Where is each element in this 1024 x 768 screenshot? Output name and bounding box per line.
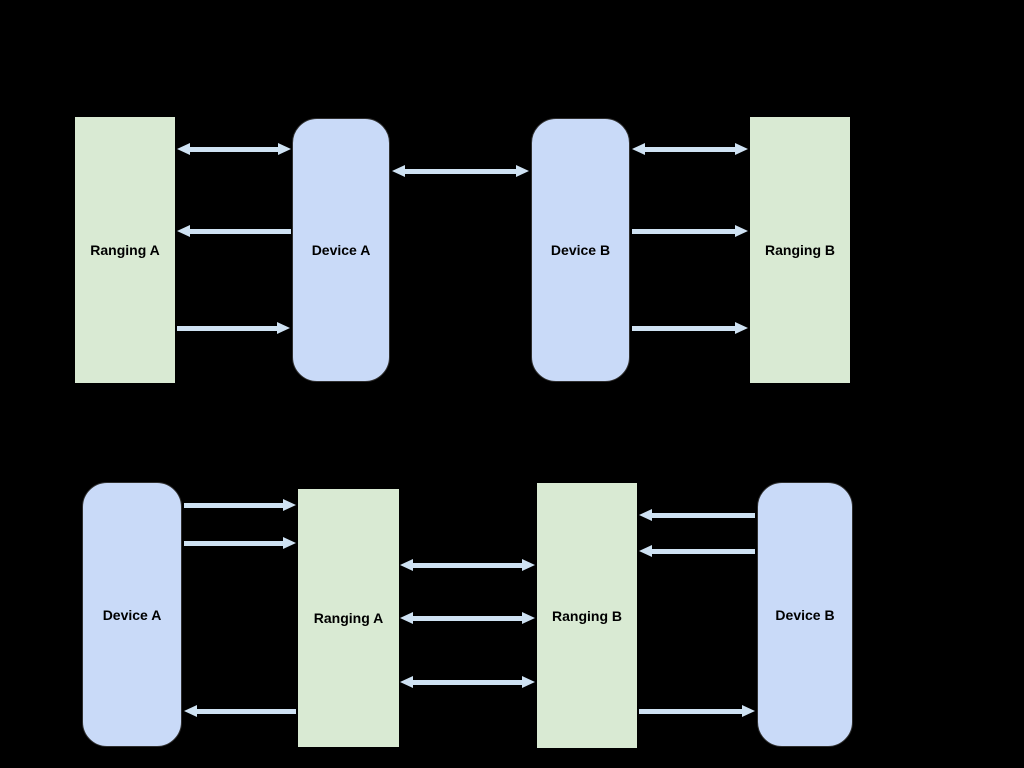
- arrow-shaft: [643, 146, 737, 152]
- arrow-ranging-a-to-device-a-bidirectional: [177, 142, 291, 156]
- ranging-a-label: Ranging A: [90, 242, 160, 258]
- arrowhead-right-icon: [522, 611, 535, 624]
- arrow-shaft: [177, 325, 279, 331]
- ranging-b-2-label: Ranging B: [552, 607, 622, 624]
- arrowhead-right-icon: [278, 142, 291, 155]
- arrowhead-left-icon: [177, 224, 190, 237]
- device-b-box: Device B: [531, 118, 630, 382]
- arrow-shaft: [403, 168, 518, 174]
- ranging-b-label: Ranging B: [765, 242, 835, 258]
- arrow-device-a-2-to-ranging-a-2: [184, 498, 296, 512]
- arrow-shaft: [632, 325, 737, 331]
- arrowhead-left-icon: [392, 164, 405, 177]
- arrow-ranging-a-2-to-ranging-b-2-bidirectional: [400, 675, 535, 689]
- arrow-shaft: [650, 548, 755, 554]
- arrow-device-b-to-ranging-b-bidirectional: [632, 142, 748, 156]
- arrow-shaft: [184, 540, 285, 546]
- device-b-2-box: Device B: [757, 482, 853, 747]
- arrow-shaft: [188, 146, 280, 152]
- device-a-box: Device A: [292, 118, 390, 382]
- arrow-device-b-2-to-ranging-b-2: [639, 508, 755, 522]
- arrow-shaft: [411, 615, 524, 621]
- arrowhead-left-icon: [400, 675, 413, 688]
- arrowhead-left-icon: [184, 704, 197, 717]
- arrow-shaft: [650, 512, 755, 518]
- arrowhead-right-icon: [735, 142, 748, 155]
- arrow-device-a-to-ranging-a: [177, 224, 291, 238]
- arrow-ranging-a-2-to-device-a-2: [184, 704, 296, 718]
- arrow-device-b-to-ranging-b: [632, 224, 748, 238]
- arrowhead-left-icon: [639, 544, 652, 557]
- ranging-a-2-box: Ranging A: [298, 489, 399, 747]
- arrow-device-a-2-to-ranging-a-2: [184, 536, 296, 550]
- arrowhead-left-icon: [400, 558, 413, 571]
- arrowhead-right-icon: [516, 164, 529, 177]
- ranging-a-2-label: Ranging A: [313, 610, 384, 626]
- device-a-2-box: Device A: [82, 482, 182, 747]
- arrowhead-right-icon: [277, 321, 290, 334]
- arrowhead-left-icon: [177, 142, 190, 155]
- arrow-shaft: [632, 228, 737, 234]
- arrow-device-a-to-device-b-bidirectional: [392, 164, 529, 178]
- device-a-label: Device A: [311, 242, 371, 258]
- arrow-ranging-a-2-to-ranging-b-2-bidirectional: [400, 611, 535, 625]
- arrowhead-right-icon: [742, 704, 755, 717]
- ranging-b-2-box: Ranging B: [537, 483, 637, 748]
- arrow-shaft: [195, 708, 296, 714]
- arrowhead-left-icon: [639, 508, 652, 521]
- arrow-shaft: [188, 228, 291, 234]
- device-b-label: Device B: [550, 242, 611, 258]
- arrowhead-right-icon: [735, 321, 748, 334]
- ranging-b-box: Ranging B: [750, 117, 850, 383]
- arrow-ranging-b-2-to-device-b-2: [639, 704, 755, 718]
- arrow-shaft: [639, 708, 744, 714]
- device-a-2-label: Device A: [102, 606, 162, 623]
- arrowhead-left-icon: [400, 611, 413, 624]
- arrowhead-right-icon: [283, 498, 296, 511]
- arrow-ranging-a-2-to-ranging-b-2-bidirectional: [400, 558, 535, 572]
- arrowhead-right-icon: [283, 536, 296, 549]
- arrow-device-b-to-ranging-b: [632, 321, 748, 335]
- ranging-a-box: Ranging A: [75, 117, 175, 383]
- arrow-ranging-a-to-device-a: [177, 321, 290, 335]
- arrowhead-right-icon: [522, 558, 535, 571]
- arrow-device-b-2-to-ranging-b-2: [639, 544, 755, 558]
- arrow-shaft: [411, 562, 524, 568]
- arrowhead-right-icon: [522, 675, 535, 688]
- arrowhead-left-icon: [632, 142, 645, 155]
- arrow-shaft: [411, 679, 524, 685]
- device-b-2-label: Device B: [775, 606, 835, 623]
- arrow-shaft: [184, 502, 285, 508]
- arrowhead-right-icon: [735, 224, 748, 237]
